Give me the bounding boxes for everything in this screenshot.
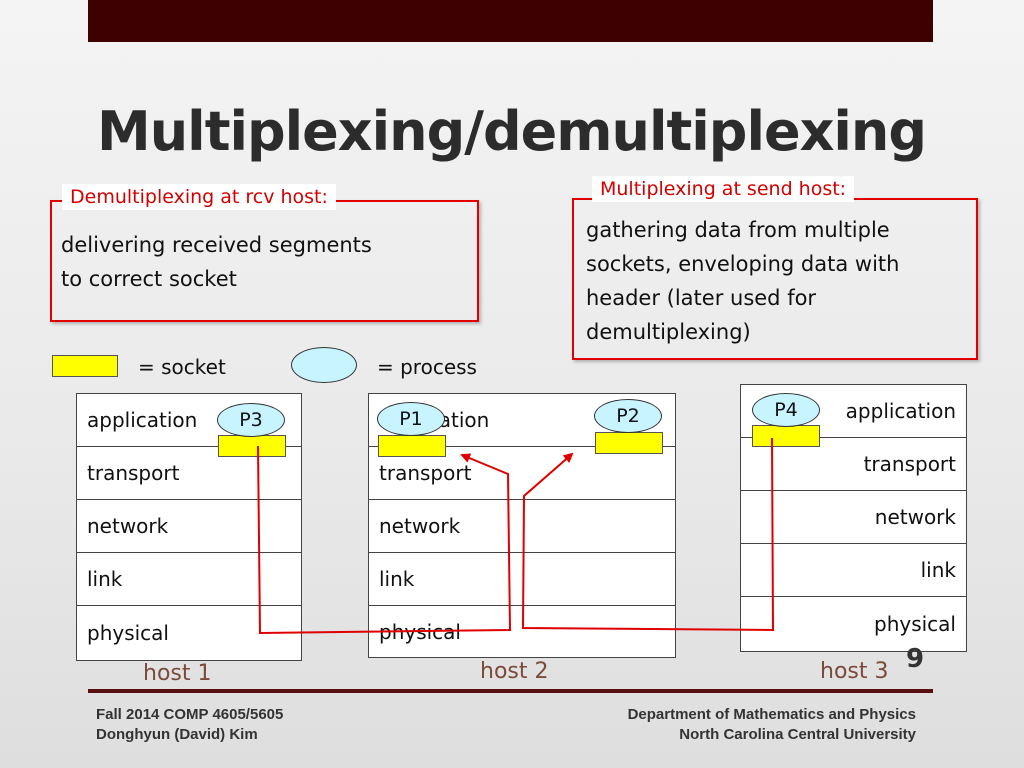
mux-line-1: gathering data from multiple bbox=[586, 218, 890, 242]
demux-line-2: to correct socket bbox=[61, 267, 237, 291]
footer-divider bbox=[88, 689, 933, 693]
host1-layer-application: application bbox=[77, 394, 301, 447]
host1-socket bbox=[218, 435, 286, 457]
mux-line-2: sockets, enveloping data with bbox=[586, 252, 900, 276]
process-p2: P2 bbox=[594, 399, 662, 433]
host1-layer-physical: physical bbox=[87, 621, 169, 645]
slide-title: Multiplexing/demultiplexing bbox=[97, 100, 927, 163]
top-banner bbox=[88, 0, 933, 42]
legend-socket-label: = socket bbox=[138, 355, 226, 379]
demux-line-1: delivering received segments bbox=[61, 233, 372, 257]
demux-text: delivering received segments to correct … bbox=[61, 228, 372, 296]
process-p1: P1 bbox=[377, 402, 445, 436]
host2-layer-physical: physical bbox=[379, 619, 461, 644]
legend-process-label: = process bbox=[377, 355, 477, 379]
process-p3: P3 bbox=[217, 403, 285, 437]
host3-layer-application: application bbox=[741, 385, 966, 438]
mux-line-4: demultiplexing) bbox=[586, 320, 751, 344]
host1-layer-link: link bbox=[77, 553, 301, 606]
footer-author: Donghyun (David) Kim bbox=[96, 726, 258, 743]
mux-text: gathering data from multiple sockets, en… bbox=[586, 213, 899, 349]
host2-socket-p2 bbox=[595, 432, 663, 454]
demux-label: Demultiplexing at rcv host: bbox=[62, 184, 336, 210]
footer-university: North Carolina Central University bbox=[679, 726, 916, 743]
process-p4: P4 bbox=[752, 393, 820, 427]
host3-layer-network: network bbox=[741, 491, 966, 544]
host3-stack: application transport network link physi… bbox=[740, 384, 967, 652]
host2-layer-link: link bbox=[369, 553, 675, 606]
host1-layer-network: network bbox=[77, 500, 301, 553]
legend-socket-swatch bbox=[52, 355, 118, 377]
mux-line-3: header (later used for bbox=[586, 286, 817, 310]
mux-label: Multiplexing at send host: bbox=[592, 176, 855, 202]
footer-left: Fall 2014 COMP 4605/5605 Donghyun (David… bbox=[96, 705, 283, 745]
host3-socket bbox=[752, 425, 820, 447]
host1-label: host 1 bbox=[143, 661, 212, 686]
footer-right: Department of Mathematics and Physics No… bbox=[628, 705, 916, 745]
legend-process-swatch bbox=[291, 347, 357, 383]
host3-layer-transport: transport bbox=[741, 438, 966, 491]
host3-layer-link: link bbox=[741, 544, 966, 597]
host1-layer-transport: transport bbox=[77, 447, 301, 500]
host3-layer-physical: physical bbox=[874, 612, 956, 636]
page-number: 9 bbox=[906, 644, 925, 674]
host3-label: host 3 bbox=[820, 659, 889, 684]
host2-layer-network: network bbox=[369, 500, 675, 553]
host2-socket-p1 bbox=[378, 435, 446, 457]
footer-department: Department of Mathematics and Physics bbox=[627, 706, 916, 723]
host2-label: host 2 bbox=[480, 659, 549, 684]
footer-course: Fall 2014 COMP 4605/5605 bbox=[96, 706, 284, 723]
